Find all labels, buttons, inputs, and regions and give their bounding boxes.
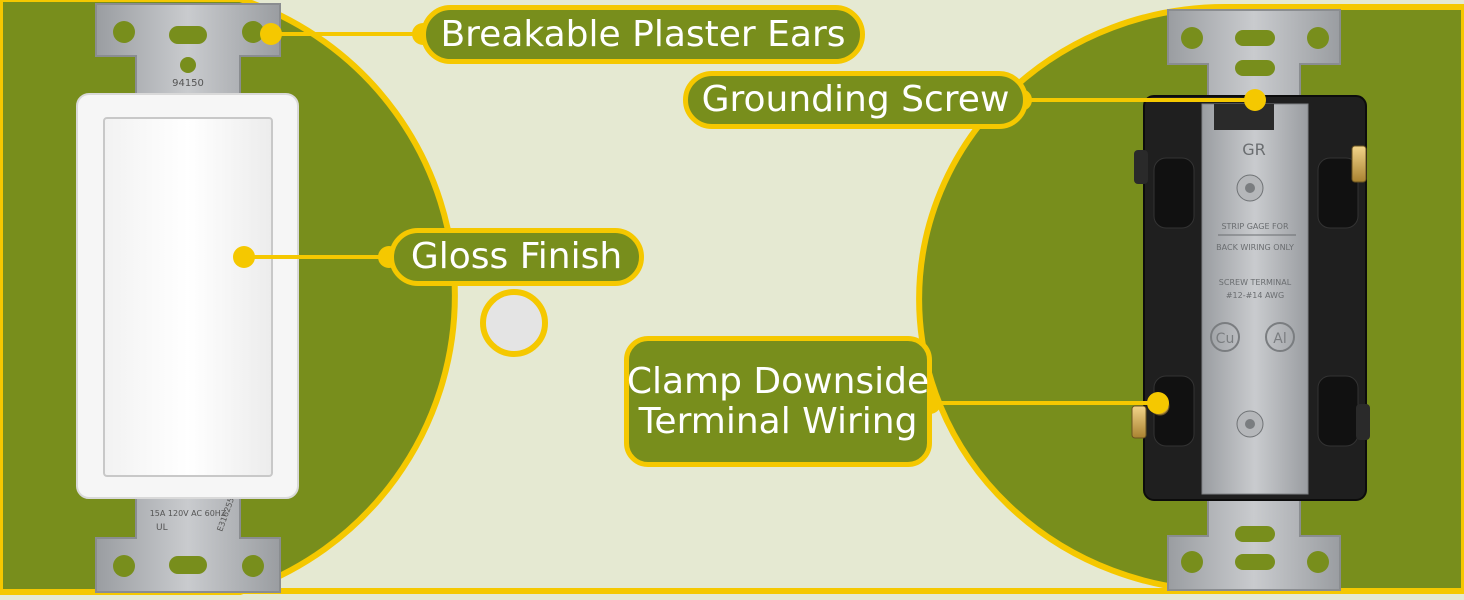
gr-label: GR <box>1242 140 1266 159</box>
pointer-dot-ears <box>260 23 282 45</box>
terminal-well <box>1317 375 1359 447</box>
switch-ear-hole <box>242 555 264 577</box>
switch-mount-slot <box>169 556 207 574</box>
back-center-plate <box>1201 103 1309 495</box>
terminal-screw-icon <box>1131 405 1147 439</box>
terminal-screw-icon <box>1356 404 1370 440</box>
switch-ear-hole <box>242 21 264 43</box>
screw-terminal-label: SCREW TERMINAL <box>1219 278 1292 287</box>
callout-label: Gloss Finish <box>410 236 623 277</box>
switch-ear-hole <box>113 555 135 577</box>
al-badge <box>1265 322 1295 352</box>
strip-gage-line1: STRIP GAGE FOR <box>1221 222 1288 231</box>
terminal-screw-icon <box>1134 150 1148 184</box>
back-bottom-strap <box>1167 497 1341 591</box>
terminal-well <box>1317 157 1359 229</box>
pointer-dot-clamp-end <box>1147 392 1169 414</box>
callout-breakable-plaster-ears: Breakable Plaster Ears <box>421 5 865 64</box>
callout-label: Grounding Screw <box>701 79 1010 120</box>
callout-label-line1: Clamp Downside <box>626 360 930 402</box>
gray-knob <box>480 289 548 357</box>
pointer-dot-gloss <box>233 246 255 268</box>
back-ear-hole <box>1181 27 1203 49</box>
terminal-screw-icon <box>1351 145 1367 183</box>
switch-back-view: GR STRIP GAGE FOR BACK WIRING ONLY SCREW… <box>1131 9 1370 591</box>
switch-ul-mark: UL <box>156 523 168 533</box>
callout-clamp-downside: Clamp Downside Terminal Wiring <box>624 336 932 467</box>
switch-bottom-strap <box>95 495 281 593</box>
switch-mount-slot <box>169 26 207 44</box>
switch-mount-hole <box>180 57 196 73</box>
callout-grounding-screw: Grounding Screw <box>683 71 1028 129</box>
back-ear-hole <box>1307 551 1329 573</box>
terminal-well <box>1153 157 1195 229</box>
switch-rocker <box>103 117 273 477</box>
pointer-dot-ground-end <box>1244 89 1266 111</box>
back-ear-hole <box>1181 551 1203 573</box>
back-rivet <box>1245 183 1255 193</box>
decorator-switch: 94150 15A 120V AC 60HZ UL E316255 <box>76 3 299 593</box>
cu-badge <box>1210 322 1240 352</box>
bottom-stripe <box>0 588 1464 594</box>
back-mount-slot <box>1235 526 1275 542</box>
back-mount-slot <box>1235 30 1275 46</box>
cu-label: Cu <box>1216 331 1235 347</box>
callout-label: Breakable Plaster Ears <box>440 13 846 55</box>
back-rivet <box>1245 419 1255 429</box>
switch-ear-hole <box>113 21 135 43</box>
back-mount-slot <box>1235 60 1275 76</box>
ground-slot <box>1214 104 1274 130</box>
back-mount-slot <box>1235 554 1275 570</box>
strip-gage-line2: BACK WIRING ONLY <box>1216 243 1294 252</box>
back-ear-hole <box>1307 27 1329 49</box>
awg-label: #12-#14 AWG <box>1226 291 1284 300</box>
switch-rating: 15A 120V AC 60HZ <box>150 509 227 518</box>
callout-label-line2: Terminal Wiring <box>638 400 918 442</box>
al-label: Al <box>1273 331 1286 347</box>
switch-top-code: 94150 <box>172 78 204 89</box>
callout-gloss-finish: Gloss Finish <box>389 228 644 286</box>
